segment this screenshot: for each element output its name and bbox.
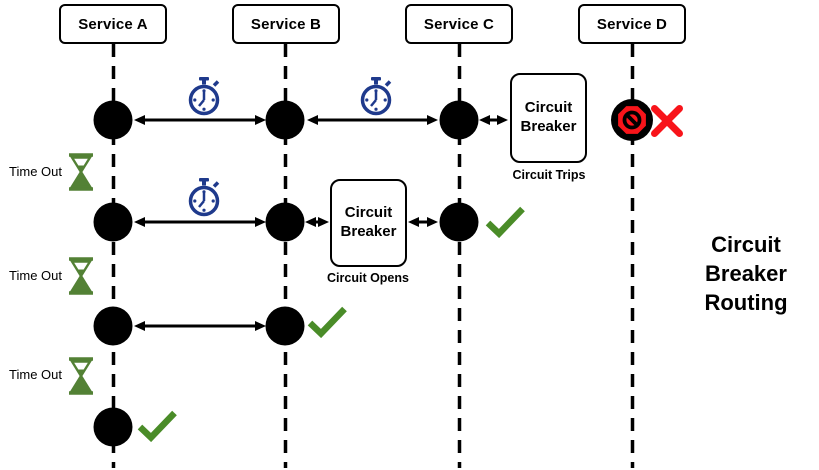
message-arrow-a-b-row3 (134, 321, 266, 331)
hourglass-icon (69, 257, 93, 295)
node-service-a-row2 (93, 202, 133, 242)
timeout-label-2: Time Out (9, 268, 62, 283)
message-arrow-a-b-row1 (134, 115, 266, 125)
timeout-label-1: Time Out (9, 164, 62, 179)
timeout-label-3: Time Out (9, 367, 62, 382)
message-arrow-b-breaker-row2 (305, 217, 329, 227)
checkmark-icon (307, 306, 347, 338)
diagram-title: Circuit Breaker Routing (704, 232, 788, 315)
circuit-opens-caption: Circuit Opens (327, 271, 409, 285)
node-service-a-row4 (93, 407, 133, 447)
hourglass-icon (69, 357, 93, 395)
service-d-box: Service D (578, 4, 686, 44)
checkmark-icon (485, 206, 525, 238)
message-arrow-b-c-row1 (307, 115, 438, 125)
service-b-label: Service B (250, 15, 322, 33)
node-service-b-row1 (265, 100, 305, 140)
service-c-label: Service C (423, 15, 495, 33)
circuit-breaker-2-label: Circuit Breaker (340, 204, 397, 240)
circuit-breaker-box-2: Circuit Breaker (330, 179, 407, 267)
message-arrow-c-breaker-row1 (479, 115, 508, 125)
service-c-box: Service C (405, 4, 513, 44)
no-entry-icon (618, 106, 646, 134)
circuit-breaker-box-1: Circuit Breaker (510, 73, 587, 163)
service-a-box: Service A (59, 4, 167, 44)
node-service-b-row2 (265, 202, 305, 242)
node-service-a-row1 (93, 100, 133, 140)
node-service-c-row1 (439, 100, 479, 140)
checkmark-icon (137, 410, 177, 442)
node-service-a-row3 (93, 306, 133, 346)
service-b-box: Service B (232, 4, 340, 44)
stopwatch-icon (188, 178, 220, 217)
service-d-label: Service D (596, 15, 668, 33)
stopwatch-icon (188, 77, 220, 116)
node-service-b-row3 (265, 306, 305, 346)
circuit-breaker-1-label: Circuit Breaker (520, 99, 577, 135)
stopwatch-icon (360, 77, 392, 116)
service-a-label: Service A (78, 15, 148, 33)
hourglass-icon (69, 153, 93, 191)
message-arrow-breaker-c-row2 (408, 217, 438, 227)
message-arrow-a-b-row2 (134, 217, 266, 227)
circuit-trips-caption: Circuit Trips (512, 168, 586, 182)
node-service-c-row2 (439, 202, 479, 242)
red-x-icon (651, 105, 683, 137)
